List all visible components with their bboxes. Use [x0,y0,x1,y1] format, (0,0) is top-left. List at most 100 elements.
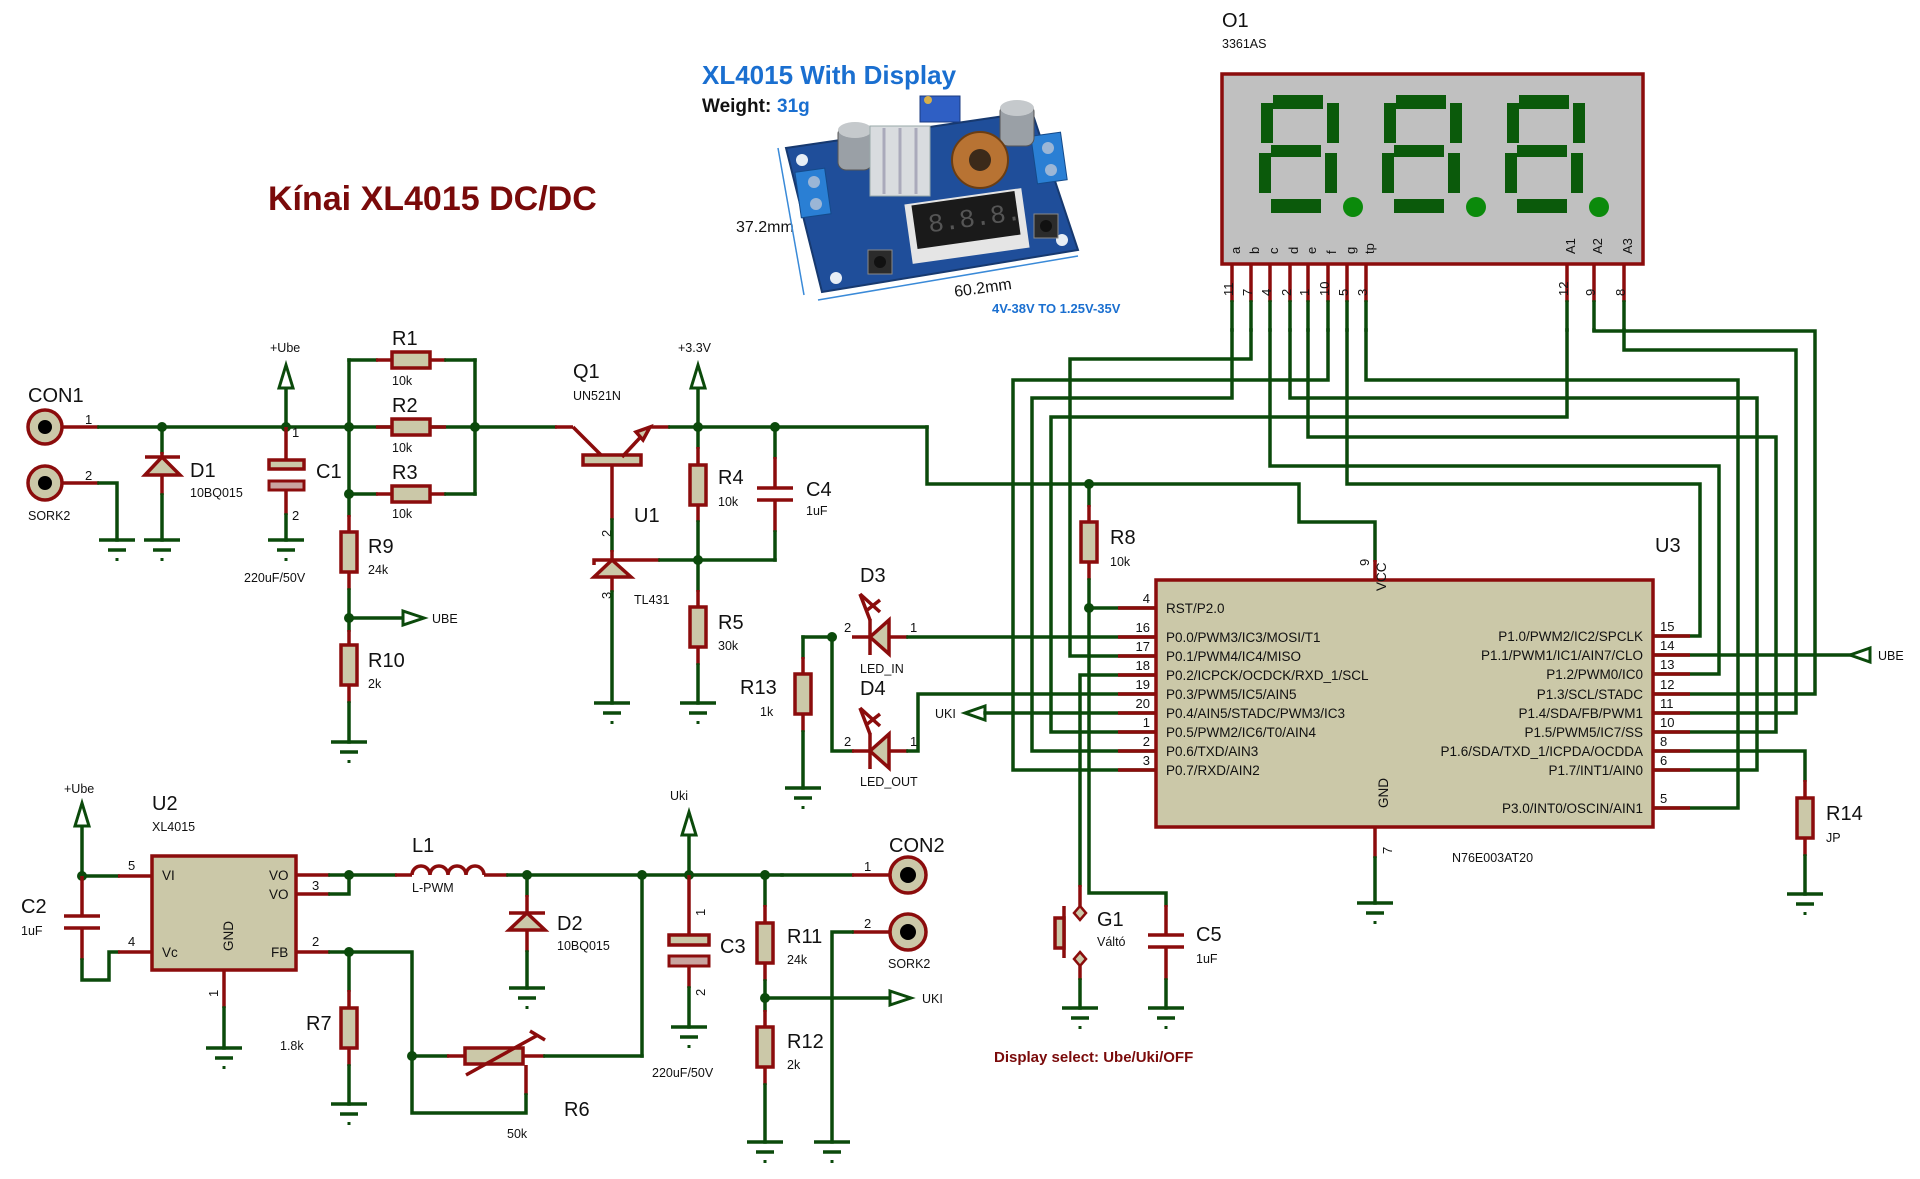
C5-value: 1uF [1196,952,1218,966]
U1-value: TL431 [634,593,669,607]
U3-gnd-pin: 7 [1380,847,1395,854]
R11-ref: R11 [787,926,822,948]
O1-anode-pin: 9 [1583,289,1598,296]
product-weight-value: 31g [777,96,810,117]
U3-left-pin-name: P0.0/PWM3/IC3/MOSI/T1 [1166,630,1321,645]
CON1-pin1: 1 [85,412,92,427]
schematic-title: Kínai XL4015 DC/DC [268,180,597,218]
C5-ref: C5 [1196,924,1222,946]
R2-value: 10k [392,441,413,455]
U1-ref: U1 [634,505,660,527]
pcb-height-dim: 37.2mm [736,219,794,236]
C3-value: 220uF/50V [652,1066,714,1080]
ube-net-left: UBE [432,612,458,626]
R10-ref: R10 [368,650,405,672]
U3-right-pin-name: P1.4/SDA/FB/PWM1 [1518,706,1643,721]
U2-pin5: 5 [128,858,135,873]
product-photo: XL4015 With Display Weight: 31g 37.2mm 6… [702,60,1121,316]
C2-ref: C2 [21,896,47,918]
display-segment [1517,199,1567,213]
pcb-width-dim: 60.2mm [953,276,1013,301]
U3-vcc-label: VCC [1374,562,1389,591]
U3-right-pin-num: 6 [1660,753,1667,768]
D3-value: LED_IN [860,662,904,676]
U2-pin3: 3 [312,878,319,893]
R13-value: 1k [760,705,774,719]
uki-power-label: Uki [670,789,688,803]
U3-left-pin-name: P0.3/PWM5/IC5/AIN5 [1166,687,1297,702]
CON1-pin2: 2 [85,468,92,483]
U3-right-pin-num: 13 [1660,657,1674,672]
U3-ref: U3 [1655,535,1681,557]
R5-ref: R5 [718,612,744,634]
display-segment [1519,95,1569,109]
ube-bottom-label: +Ube [64,782,94,796]
O1-anode-label: A3 [1620,238,1635,254]
U3-right-pin-name: P1.6/SDA/TXD_1/ICPDA/OCDDA [1440,744,1643,759]
U3-left-pin-name: P0.2/ICPCK/OCDCK/RXD_1/SCL [1166,668,1369,683]
D4-ref: D4 [860,678,886,700]
D2-ref: D2 [557,913,583,935]
O1-anode-label: A1 [1563,238,1578,254]
U3-left-pin-name: RST/P2.0 [1166,601,1225,616]
O1-anode-pin: 12 [1556,282,1571,296]
U3-right-pin-num: 14 [1660,638,1674,653]
O1-ref: O1 [1222,10,1249,32]
D4-pin2: 2 [844,734,851,749]
display-select-note: Display select: Ube/Uki/OFF [994,1049,1193,1066]
display-segment [1261,103,1273,143]
C4-ref: C4 [806,479,832,501]
O1-seg-pin: 1 [1297,289,1312,296]
switch-section: G1 Váltó C5 1uF Display select: Ube/Uki/… [994,885,1222,1066]
L1-ref: L1 [412,835,434,857]
decimal-point [1466,197,1486,217]
D3-pin1: 1 [910,620,917,635]
D3-pin2: 2 [844,620,851,635]
O1-seg-pin: 3 [1355,289,1370,296]
decimal-point [1343,197,1363,217]
R13-ref: R13 [740,677,777,699]
U3-right-pin-name: P1.3/SCL/STADC [1537,687,1644,702]
O1-value: 3361AS [1222,37,1266,51]
CON2-ref: CON2 [889,835,945,857]
O1-seg-pin: 4 [1259,289,1274,296]
v33-label: +3.3V [678,341,712,355]
D2-value: 10BQ015 [557,939,610,953]
O1-seg-label: b [1247,247,1262,254]
C1-value: 220uF/50V [244,571,306,585]
O1-seg-label: a [1228,246,1243,254]
R14-value: JP [1826,831,1841,845]
O1-seg-pin: 5 [1336,289,1351,296]
display-segment [1394,199,1444,213]
display-segment [1271,199,1321,213]
display-segment [1394,145,1444,157]
CON2-sub: SORK2 [888,957,930,971]
display-segment [1273,95,1323,109]
R14-ref: R14 [1826,803,1863,825]
R3-ref: R3 [392,462,418,484]
U3-right-pin-num: 11 [1660,696,1674,711]
C3-pin2: 2 [693,989,708,996]
R8-ref: R8 [1110,527,1136,549]
U3-right-pin-num: 12 [1660,677,1674,692]
U2-pin-VO2: VO [269,887,289,902]
pcb-voltage-range: 4V-38V TO 1.25V-35V [992,301,1121,316]
R12-value: 2k [787,1058,801,1072]
O1-seg-label: c [1266,247,1281,254]
U2-value: XL4015 [152,820,195,834]
input-section: CON1 SORK2 1 2 D1 10BQ015 +Ube [26,328,480,765]
U3-right-pin-name: P1.2/PWM0/IC0 [1546,667,1643,682]
display-segment [1271,145,1321,157]
U3-left-pin-num: 16 [1136,620,1150,635]
display-segment [1505,153,1517,193]
O1-anode-pin: 8 [1613,289,1628,296]
C1-pin2: 2 [292,508,299,523]
U3-right-pin-name: P1.7/INT1/AIN0 [1548,763,1643,778]
U3-right-pin-name: P3.0/INT0/OSCIN/AIN1 [1502,801,1643,816]
U2-pin1: 1 [206,990,221,997]
G1-ref: G1 [1097,909,1124,931]
ube-net-right: UBE [1878,649,1904,663]
pcb-display [911,190,1021,250]
C3-ref: C3 [720,936,746,958]
